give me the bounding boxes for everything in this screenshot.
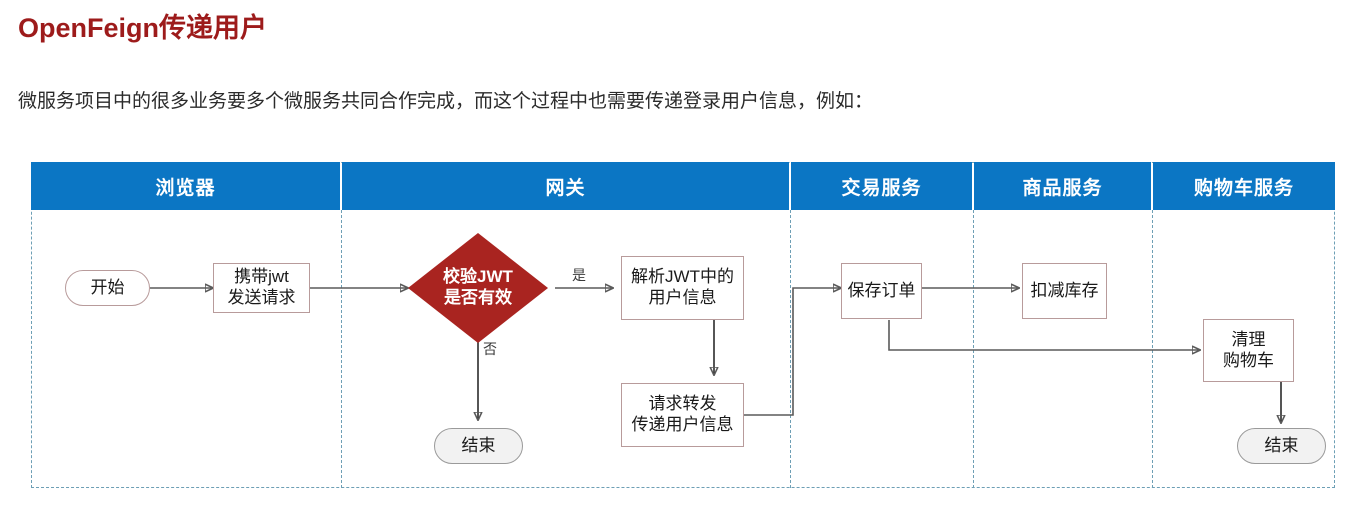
lane-divider-1 (341, 210, 342, 488)
node-forward-request[interactable]: 请求转发 传递用户信息 (621, 383, 744, 447)
node-end-gateway[interactable]: 结束 (434, 428, 523, 464)
lane-header-item-service: 商品服务 (974, 162, 1151, 210)
lane-header-cart-service: 购物车服务 (1153, 162, 1335, 210)
lane-header-gateway: 网关 (342, 162, 789, 210)
intro-paragraph: 微服务项目中的很多业务要多个微服务共同合作完成，而这个过程中也需要传递登录用户信… (18, 91, 874, 112)
swimlane-flowchart: 浏览器 网关 交易服务 商品服务 购物车服务 开始 携带jwt 发 (31, 162, 1335, 488)
page-title: OpenFeign传递用户 (18, 13, 267, 43)
lane-divider-4 (1152, 210, 1153, 488)
node-parse-jwt[interactable]: 解析JWT中的 用户信息 (621, 256, 744, 320)
lane-divider-2 (790, 210, 791, 488)
node-start[interactable]: 开始 (65, 270, 150, 306)
lane-header-trade-service: 交易服务 (791, 162, 972, 210)
node-clear-cart[interactable]: 清理 购物车 (1203, 319, 1294, 382)
node-verify-jwt-label: 校验JWT 是否有效 (443, 267, 513, 307)
lane-divider-3 (973, 210, 974, 488)
node-end-cart[interactable]: 结束 (1237, 428, 1326, 464)
node-send-request[interactable]: 携带jwt 发送请求 (213, 263, 310, 313)
edge-label-no: 否 (483, 341, 497, 357)
lane-header-browser: 浏览器 (31, 162, 340, 210)
node-save-order[interactable]: 保存订单 (841, 263, 922, 319)
node-verify-jwt[interactable]: 校验JWT 是否有效 (408, 233, 548, 343)
node-deduct-stock[interactable]: 扣减库存 (1022, 263, 1107, 319)
edge-label-yes: 是 (572, 267, 586, 283)
